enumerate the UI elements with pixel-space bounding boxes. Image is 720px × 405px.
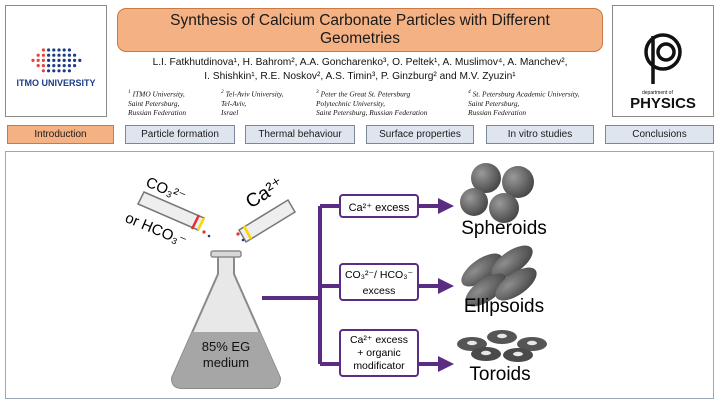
tab-particle-formation[interactable]: Particle formation	[125, 125, 235, 144]
itmo-logo-dot	[52, 53, 56, 57]
result-1-label: Spheroids	[461, 218, 547, 239]
itmo-logo-dot	[67, 58, 71, 63]
itmo-logo-dot	[73, 58, 77, 63]
condition-1-label: Ca²⁺ excess	[349, 202, 410, 214]
itmo-logo-dot	[31, 58, 35, 63]
flask-icon	[170, 250, 282, 389]
physics-logo-small: department of	[642, 90, 673, 96]
itmo-dots-icon: ITMO UNIVERSITY	[16, 48, 96, 88]
branch-arrows	[262, 204, 438, 366]
test-tube-left-icon	[136, 191, 211, 238]
itmo-logo-dot	[57, 53, 61, 57]
tab-introduction[interactable]: Introduction	[7, 125, 114, 144]
physics-emblem-icon: department of PHYSICS	[630, 33, 696, 112]
affiliation-2: 2 Tel-Aviv University, Tel-Aviv, Israel	[221, 89, 284, 118]
itmo-logo-dot	[62, 64, 66, 68]
affiliation-3: 3 Peter the Great St. Petersburg Polytec…	[316, 89, 428, 118]
arrow-heads	[438, 198, 454, 372]
itmo-logo-dot	[47, 64, 51, 68]
itmo-logo-dot	[57, 64, 61, 68]
itmo-logo-text: ITMO UNIVERSITY	[16, 78, 95, 88]
itmo-logo-dot	[62, 48, 66, 52]
condition-box-1	[339, 194, 419, 218]
spheroids-icon	[460, 163, 534, 223]
physics-logo-text: PHYSICS	[630, 95, 696, 112]
tab-thermal-behaviour[interactable]: Thermal behaviour	[245, 125, 355, 144]
itmo-logo-dot	[36, 53, 40, 57]
itmo-logo-dot	[52, 69, 56, 73]
itmo-logo-dot	[73, 53, 77, 57]
itmo-logo-dot	[67, 53, 71, 57]
itmo-logo-dot	[47, 58, 51, 63]
itmo-logo-dot	[62, 53, 66, 57]
page-title: Synthesis of Calcium Carbonate Particles…	[117, 8, 603, 52]
itmo-logo-dot	[57, 58, 61, 63]
condition-3-line-3: modificator	[353, 360, 405, 372]
tab-in-vitro-studies[interactable]: In vitro studies	[486, 125, 594, 144]
result-3-label: Toroids	[469, 364, 530, 385]
itmo-logo-dot	[41, 69, 46, 73]
flask-medium-line-1: 85% EG	[202, 339, 250, 354]
synthesis-diagram-panel: CO₃²⁻ or HCO₃⁻ Ca²⁺ 85% EG medium	[5, 151, 714, 399]
itmo-logo-dot	[36, 58, 40, 63]
itmo-logo-dot	[67, 48, 71, 52]
itmo-logo: ITMO UNIVERSITY	[5, 5, 107, 117]
ellipsoids-icon	[461, 245, 537, 307]
condition-2-line-2: excess	[363, 285, 396, 297]
itmo-logo-dot	[47, 69, 51, 73]
itmo-logo-dot	[57, 48, 61, 52]
condition-2-line-1: CO₃²⁻/ HCO₃⁻	[345, 269, 414, 281]
itmo-logo-dot	[52, 48, 56, 52]
condition-3-line-2: + organic	[357, 347, 401, 359]
result-2-label: Ellipsoids	[464, 296, 544, 317]
synthesis-diagram: CO₃²⁻ or HCO₃⁻ Ca²⁺ 85% EG medium	[123, 163, 547, 389]
physics-logo: department of PHYSICS	[612, 5, 714, 117]
itmo-logo-dot	[67, 69, 71, 73]
itmo-logo-dot	[52, 64, 56, 68]
itmo-logo-dot	[67, 64, 71, 68]
itmo-logo-dot	[36, 64, 40, 68]
itmo-logo-dot	[47, 48, 51, 52]
condition-box-3	[339, 329, 419, 377]
author-list: L.I. Fatkhutdinova¹, H. Bahrom², A.A. Go…	[112, 56, 608, 84]
affiliation-1: 1 ITMO University, Saint Petersburg, Rus…	[128, 89, 187, 118]
itmo-logo-dot	[41, 48, 46, 52]
condition-box-2	[339, 263, 419, 301]
itmo-logo-dot	[52, 58, 56, 63]
itmo-logo-dot	[73, 64, 77, 68]
affiliation-4: 4 St. Petersburg Academic University, Sa…	[468, 89, 580, 118]
tab-surface-properties[interactable]: Surface properties	[366, 125, 474, 144]
itmo-logo-dot	[41, 58, 46, 63]
tab-conclusions[interactable]: Conclusions	[605, 125, 714, 144]
itmo-logo-dot	[41, 53, 46, 57]
authors-line-2: I. Shishkin¹, R.E. Noskov², A.S. Timin³,…	[204, 71, 516, 82]
itmo-logo-dot	[41, 64, 46, 68]
itmo-logo-dot	[62, 69, 66, 73]
itmo-logo-dot	[47, 53, 51, 57]
condition-3-line-1: Ca²⁺ excess	[350, 334, 408, 346]
itmo-logo-dot	[62, 58, 66, 63]
itmo-logo-dot	[57, 69, 61, 73]
flask-medium-line-2: medium	[203, 355, 249, 370]
itmo-logo-dot	[78, 58, 82, 63]
toroids-icon	[457, 330, 547, 362]
authors-line-1: L.I. Fatkhutdinova¹, H. Bahrom², A.A. Go…	[152, 57, 568, 68]
test-tube-right-icon	[236, 198, 297, 244]
